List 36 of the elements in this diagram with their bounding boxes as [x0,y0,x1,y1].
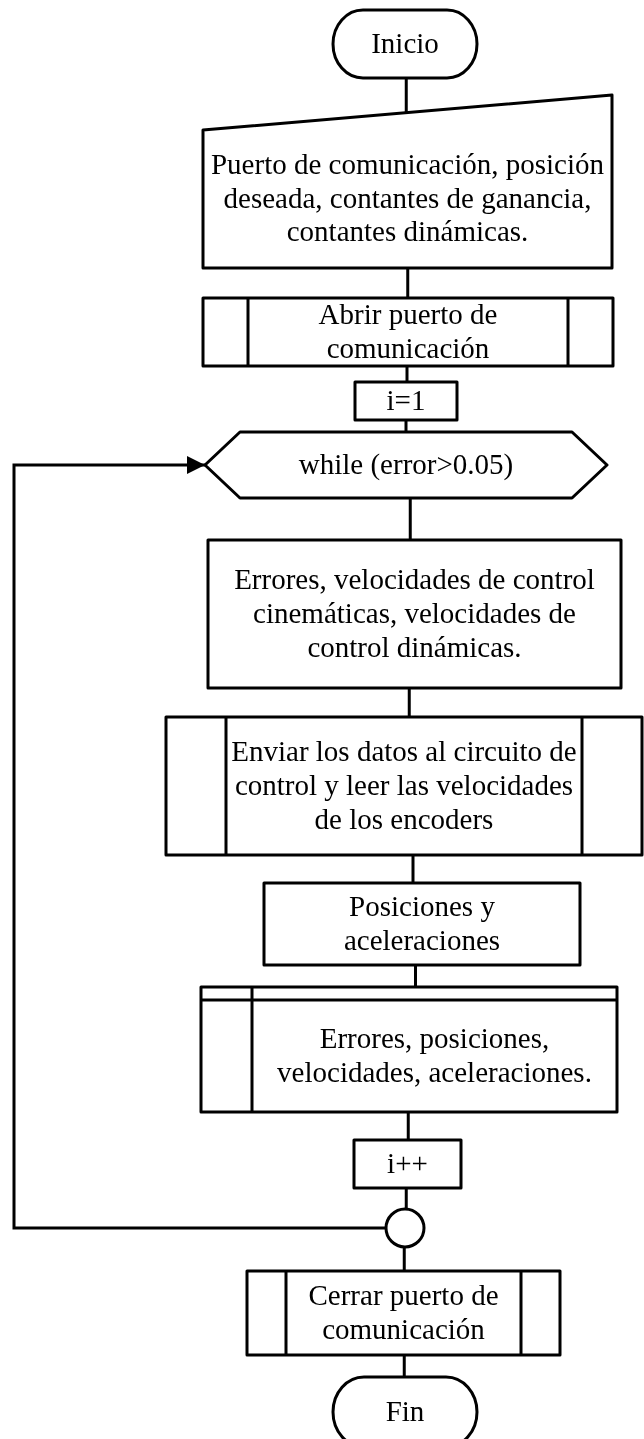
end-terminator [333,1377,477,1439]
process-box [354,1140,461,1188]
connector-line [414,965,417,987]
connector-line [406,268,410,298]
connector-line [408,498,412,540]
internal-storage-box [201,987,617,1112]
node-text: i++ [386,1147,429,1181]
connector-circle [385,1208,425,1248]
node-text: Inicio [370,27,440,61]
node-text: Errores, velocidades de control cinemáticas, velocidades de control dinámicas. [233,563,596,665]
node-text: Puerto de comunicación, posición deseada, contantes de ganancia, contantes dinámicas. [210,146,605,250]
loop-hexagon [205,432,607,498]
start-terminator [333,10,477,78]
node-text: Posiciones y aceleraciones [342,890,502,958]
connector-line [407,688,411,717]
node-text: Enviar los datos al circuito de control y leer las velocidades de los encoders [230,735,578,837]
process-box [355,382,457,420]
node-text: Abrir puerto de comunicación [317,298,499,366]
connector-line [402,1355,406,1377]
node-text: Errores, posiciones, velocidades, aceleraciones. [276,1021,593,1090]
connector-line [402,1248,406,1271]
process-box [264,883,580,965]
node-text: i=1 [385,384,427,418]
connector-line [404,78,408,113]
predefined-process-box [166,717,642,855]
connector-line [411,855,415,883]
node-text: Fin [384,1395,426,1429]
process-box [208,540,621,688]
node-text: Cerrar puerto de comunicación [307,1279,500,1347]
manual-input-shape [203,95,612,268]
predefined-process-box [203,298,613,366]
predefined-process-box [247,1271,560,1355]
arrow [12,456,385,1230]
connector-line [404,1188,408,1208]
connector-line [406,1112,410,1140]
node-text: while (error>0.05) [297,448,515,482]
